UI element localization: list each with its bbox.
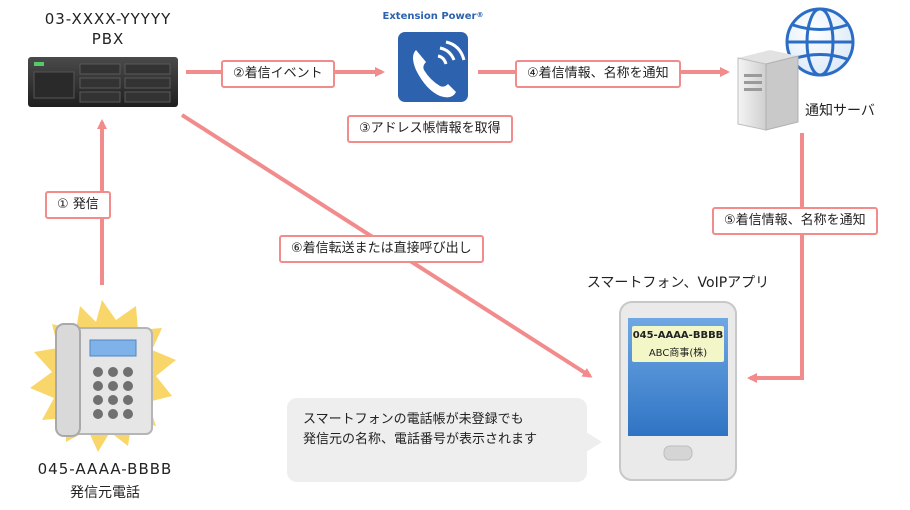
arrow-step5 [747, 133, 804, 383]
step3-label: ③アドレス帳情報を取得 [347, 115, 513, 143]
callout-bubble: スマートフォンの電話帳が未登録でも 発信元の名称、電話番号が表示されます [287, 398, 587, 482]
callout-tail [586, 432, 602, 452]
extension-power-brand: Extension Power® [372, 11, 494, 22]
phone-screen-number: 045-AAAA-BBBB [632, 330, 724, 341]
phone-screen-name: ABC商事(株) [648, 348, 708, 359]
caller-phone-icon [55, 323, 153, 437]
extension-power-app-icon [398, 32, 468, 102]
callout-line2: 発信元の名称、電話番号が表示されます [303, 432, 538, 447]
step6-label: ⑥着信転送または直接呼び出し [279, 235, 484, 263]
caller-number: 045-AAAA-BBBB [37, 460, 173, 478]
step2-label: ②着信イベント [221, 60, 335, 88]
caller-label: 発信元電話 [70, 485, 140, 501]
server-icon [737, 50, 799, 131]
pbx-number: 03-XXXX-YYYYY [44, 10, 172, 28]
globe-icon [785, 7, 855, 77]
smartphone-icon [619, 301, 737, 481]
callout-line1: スマートフォンの電話帳が未登録でも [303, 412, 524, 427]
pbx-device-icon [28, 57, 178, 107]
smartphone-title: スマートフォン、VoIPアプリ [586, 275, 770, 291]
step4-label: ④着信情報、名称を通知 [515, 60, 681, 88]
pbx-label: PBX [91, 30, 125, 48]
step1-label: ① 発信 [45, 191, 111, 219]
extension-power-brand-mark: ® [476, 11, 484, 19]
extension-power-brand-text: Extension Power [382, 11, 477, 22]
step5-label: ⑤着信情報、名称を通知 [712, 207, 878, 235]
server-label: 通知サーバ [805, 103, 875, 119]
